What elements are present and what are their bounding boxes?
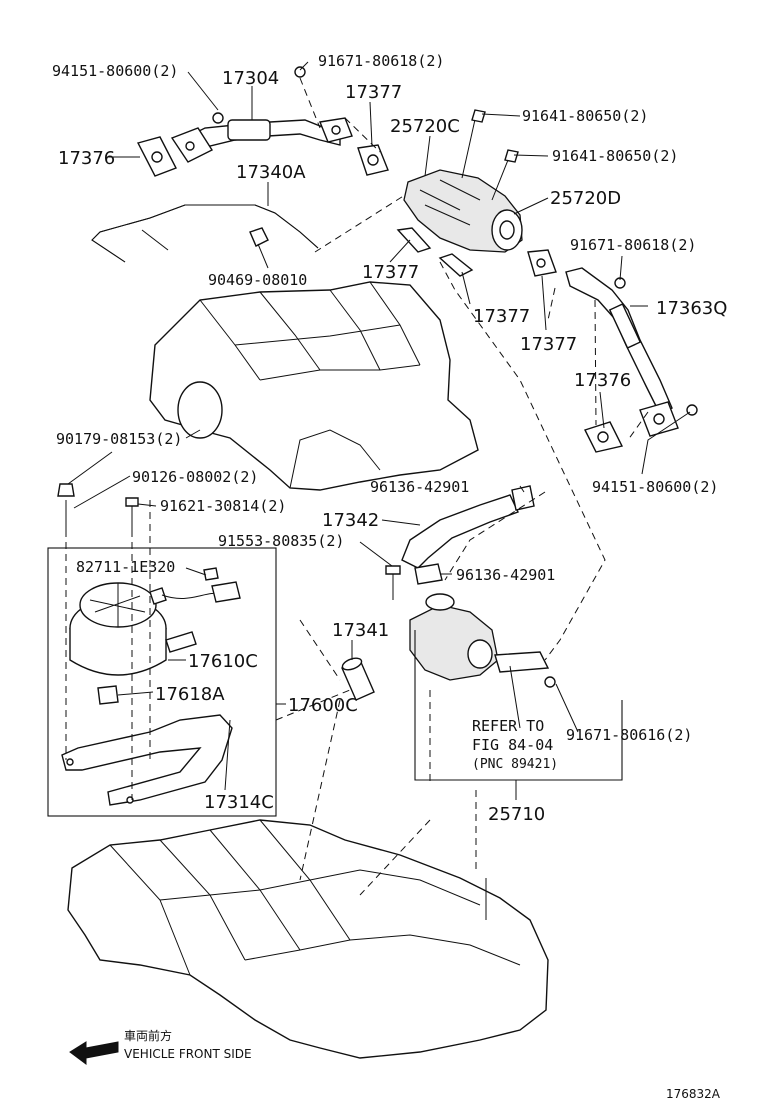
label-17618A: 17618A	[155, 684, 225, 705]
label-91671-80616: 91671-80616(2)	[566, 726, 692, 744]
vehicle-front-indicator: 車両前方 VEHICLE FRONT SIDE	[69, 1028, 252, 1065]
label-91641-80650-a: 91641-80650(2)	[522, 107, 648, 125]
label-91671-80618-top: 91671-80618(2)	[318, 52, 444, 70]
pipe-17304-drawing	[170, 66, 353, 163]
label-90469-08010: 90469-08010	[208, 271, 307, 289]
label-94151-80600-top: 94151-80600(2)	[52, 62, 178, 80]
label-25710: 25710	[488, 804, 545, 825]
label-17314C: 17314C	[204, 792, 274, 813]
front-arrow-icon	[69, 1041, 119, 1065]
label-91641-80650-b: 91641-80650(2)	[552, 147, 678, 165]
label-91553-80835: 91553-80835(2)	[218, 532, 344, 550]
label-17342: 17342	[322, 510, 379, 531]
pipe-17363Q-drawing	[565, 267, 698, 437]
label-94151-80600-bottom: 94151-80600(2)	[592, 478, 718, 496]
label-17363Q: 17363Q	[656, 298, 727, 319]
hose-17341-drawing	[341, 657, 375, 701]
figure-code: 176832A	[666, 1087, 721, 1101]
front-label-en: VEHICLE FRONT SIDE	[124, 1047, 252, 1061]
stud-nut-left-drawing	[57, 483, 139, 530]
label-25720C: 25720C	[390, 116, 460, 137]
gasket-17376-right-drawing	[584, 421, 624, 453]
label-90179-08153: 90179-08153(2)	[56, 430, 182, 448]
label-96136-42901-bottom: 96136-42901	[456, 566, 555, 584]
label-17377-mid: 17377	[473, 306, 530, 327]
label-91671-80618-right: 91671-80618(2)	[570, 236, 696, 254]
assembly-bracket-25710	[414, 630, 623, 781]
air-injection-valve-25710-drawing	[409, 593, 556, 688]
label-17377-left: 17377	[362, 262, 419, 283]
label-17341: 17341	[332, 620, 389, 641]
engine-block-drawing	[67, 819, 549, 1059]
refer-to-line3: (PNC 89421)	[472, 757, 558, 772]
label-96136-42901-top: 96136-42901	[370, 478, 469, 496]
gasket-17377-drawing	[357, 144, 389, 176]
label-17376-right: 17376	[574, 370, 631, 391]
hose-17342-drawing	[401, 485, 535, 569]
label-17304: 17304	[222, 68, 279, 89]
refer-to-line1: REFER TO	[472, 717, 544, 735]
label-82711-1E320: 82711-1E320	[76, 558, 175, 576]
label-17340A: 17340A	[236, 162, 306, 183]
label-17377-top: 17377	[345, 82, 402, 103]
label-17600C: 17600C	[288, 695, 358, 716]
gasket-17377-lower-drawings	[396, 227, 557, 277]
air-pump-17600C-drawing	[69, 567, 241, 705]
assembly-box-17600C	[47, 547, 277, 817]
hose-17340A-drawing	[91, 204, 319, 263]
label-17610C: 17610C	[188, 651, 258, 672]
label-25720D: 25720D	[550, 188, 621, 209]
label-90126-08002: 90126-08002(2)	[132, 468, 258, 486]
label-91621-30814: 91621-30814(2)	[160, 497, 286, 515]
dashed-alignment-lines	[65, 77, 649, 896]
label-17376-top: 17376	[58, 148, 115, 169]
gasket-17376-top-drawing	[136, 136, 177, 177]
clamp-and-bolt-drawing	[385, 563, 443, 600]
bracket-17314C-drawing	[61, 714, 233, 806]
leader-lines	[67, 61, 691, 800]
front-label-jp: 車両前方	[124, 1028, 172, 1043]
air-switching-valve-drawing	[403, 109, 523, 253]
intake-manifold-drawing	[149, 281, 479, 491]
refer-to-line2: FIG 84-04	[472, 736, 553, 754]
label-17377-right: 17377	[520, 334, 577, 355]
